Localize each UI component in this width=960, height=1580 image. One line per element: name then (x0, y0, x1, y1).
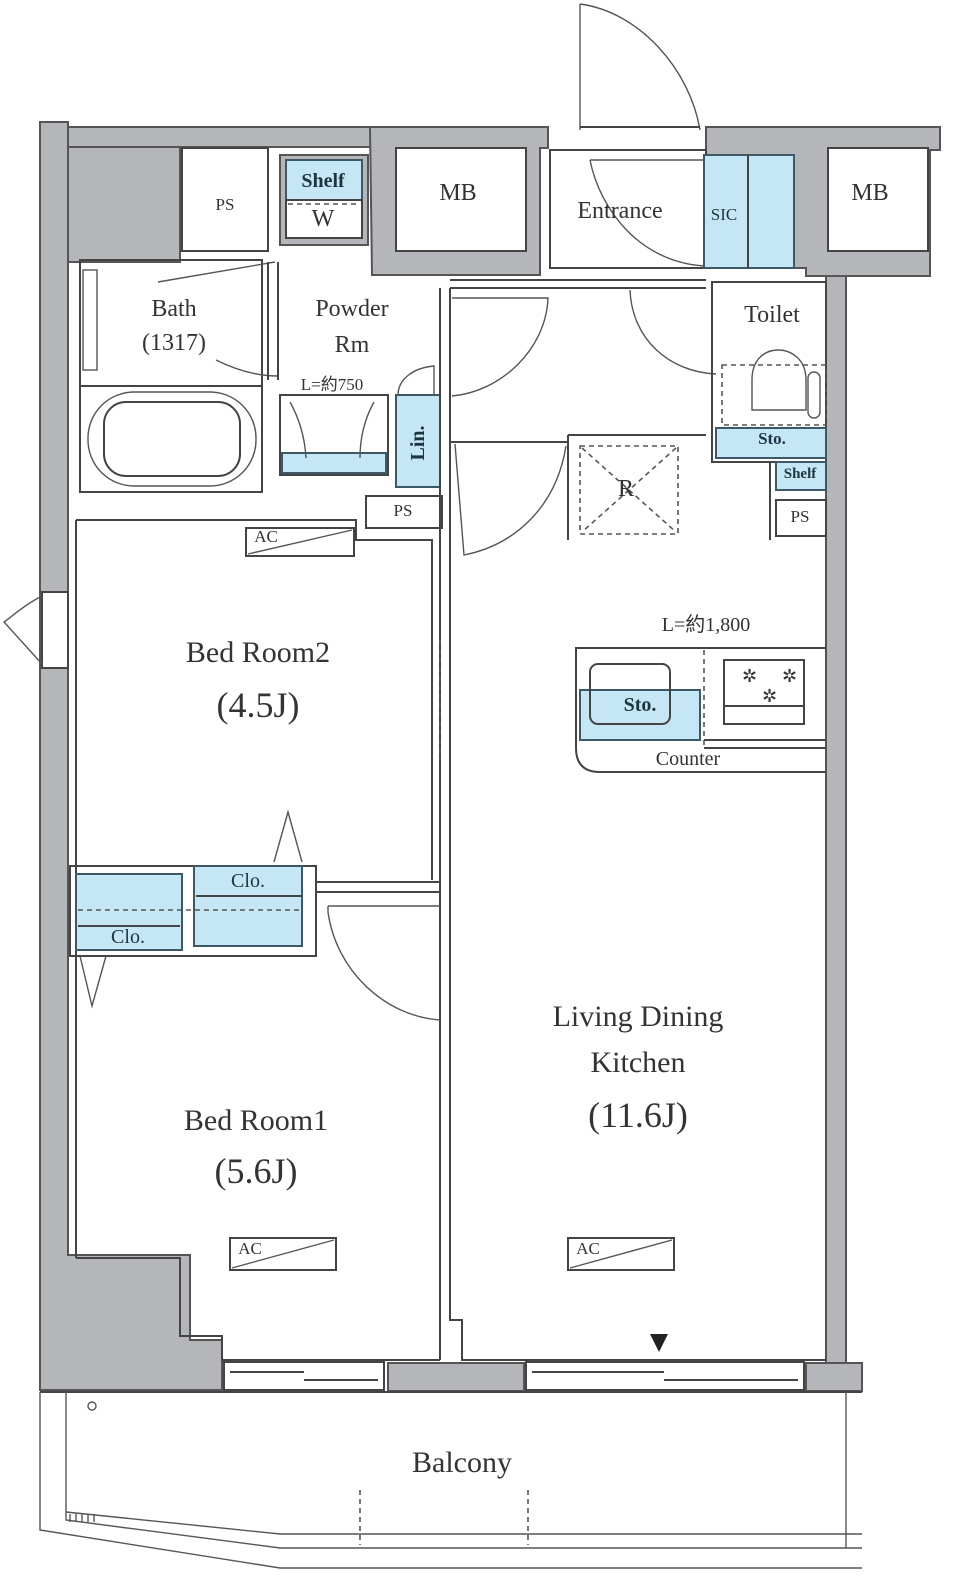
toilet-shelf (775, 461, 827, 491)
toilet-label: Toilet (744, 302, 800, 328)
entrance-door (579, 3, 701, 131)
burner-icon: ✲ (762, 686, 777, 706)
toilet-storage (715, 427, 827, 459)
entrance-inner-door (589, 159, 706, 267)
kitchen-storage-label: Sto. (623, 694, 657, 716)
counter-label: Counter (655, 748, 721, 770)
ac-ldk (567, 1237, 675, 1271)
powder-label-line1: Powder (315, 296, 389, 322)
window-left (41, 591, 69, 669)
ceiling-marker-icon (650, 1334, 668, 1352)
ps-toilet-label: PS (790, 507, 810, 526)
closet-right-label: Clo. (231, 870, 265, 892)
entrance-label: Entrance (577, 198, 663, 224)
drain-icon (87, 1401, 97, 1411)
ps-powder-label: PS (393, 501, 413, 520)
bedroom2-size-label: (4.5J) (216, 685, 300, 725)
ps-top-label: PS (215, 195, 235, 214)
window-bedroom1 (223, 1361, 385, 1391)
ac-bedroom1 (229, 1237, 337, 1271)
mb-right-label: MB (851, 180, 889, 206)
kitchen-sink (589, 663, 671, 725)
exterior-wall-top (67, 126, 409, 148)
refrigerator-space (579, 445, 679, 535)
vanity-sink (281, 452, 387, 474)
bedroom2-label: Bed Room2 (185, 636, 331, 669)
washer-space (285, 199, 363, 239)
toilet-storage-label: Sto. (758, 429, 786, 448)
bathtub-outer (87, 391, 257, 487)
mb-left-box (395, 147, 527, 252)
bath-room-outline (79, 259, 263, 493)
ac-ldk-label: AC (576, 1239, 600, 1258)
window-ldk (525, 1361, 805, 1391)
door-bedroom1 (327, 905, 441, 1021)
burner-icon: ✲ (742, 666, 757, 686)
ldk-size-label: (11.6J) (588, 1095, 688, 1135)
door-bedroom2-hall (454, 443, 567, 556)
door-toilet (629, 289, 717, 375)
wall-bottom-mid (387, 1362, 525, 1392)
closet-left (75, 873, 183, 951)
ldk-label-line1: Living Dining (552, 1000, 724, 1033)
ps-toilet-box (775, 499, 827, 537)
sic-label: SIC (710, 205, 738, 224)
toilet-bowl (751, 349, 807, 411)
ps-top-box (181, 147, 269, 252)
kitchen-sink-storage (579, 689, 701, 741)
wall-bottom-right (805, 1362, 863, 1392)
mb-right-box (827, 147, 929, 252)
shelf-top-label: Shelf (301, 170, 345, 192)
balcony-label: Balcony (412, 1446, 512, 1479)
kitchen-counter (575, 647, 826, 773)
toilet-shelf-label: Shelf (783, 466, 817, 482)
ldk-label-line2: Kitchen (590, 1046, 686, 1079)
vanity-length-label: L=約750 (300, 375, 364, 394)
balcony-outline (39, 1392, 862, 1569)
ac-bedroom1-label: AC (238, 1239, 262, 1258)
bath-label: Bath (151, 296, 197, 322)
exterior-wall-right (825, 275, 847, 1387)
mb-left-label: MB (439, 180, 477, 206)
bathtub-inner (103, 401, 241, 477)
linen-closet (395, 394, 441, 488)
refrigerator-label: R (617, 476, 635, 502)
bedroom1-size-label: (5.6J) (214, 1151, 298, 1191)
burner-icon: ✲ (782, 666, 797, 686)
cooktop (723, 659, 805, 725)
closet-left-label: Clo. (111, 926, 145, 948)
counter-length-label: L=約1,800 (661, 614, 751, 636)
ps-powder-box (365, 495, 443, 529)
door-powder (451, 297, 549, 397)
ac-bedroom2-label: AC (254, 527, 278, 546)
washer-label: W (311, 206, 335, 232)
bedroom2-outline (76, 519, 433, 880)
bedroom1-label: Bed Room1 (183, 1104, 329, 1137)
ac-bedroom2 (245, 527, 355, 557)
linen-label: Lin. (407, 425, 429, 461)
bath-size-label: (1317) (142, 330, 206, 356)
closet-right (193, 865, 303, 947)
vanity-outline (279, 394, 389, 476)
powder-label-line2: Rm (334, 332, 370, 358)
